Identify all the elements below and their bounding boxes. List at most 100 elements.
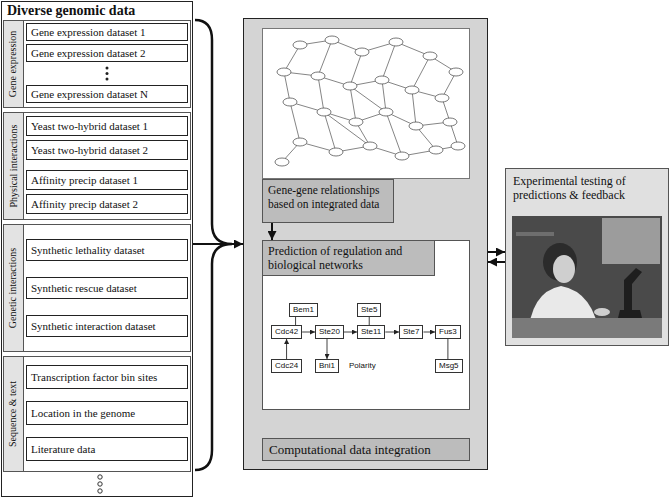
photo-microscope [618,268,642,318]
pathway-label: Polarity [349,361,376,371]
dot [106,78,109,81]
pathway-link [302,332,315,333]
dataset-box: Synthetic lethality dataset [26,239,188,261]
photo-face [553,255,575,283]
node-text: Bni1 [319,361,335,371]
relationship-box: Gene-gene relationships based on integra… [262,179,394,223]
photo-hand [594,308,610,316]
node-text: Ste7 [403,327,419,337]
gene-box: Bni1 [315,359,339,373]
gene-box: Ste5 [357,303,381,317]
dataset-box: Yeast two-hybrid dataset 1 [26,116,188,136]
flow-arrow [271,223,273,240]
data-column: Gene expression dataset 1 Gene expression… [1,1,193,497]
experiment-fill [505,168,669,346]
dataset-box: Yeast two-hybrid dataset 2 [26,140,188,160]
photo-ground [512,216,662,338]
network-genes [275,36,465,166]
node-text: Location in the genome [31,407,135,420]
dataset-box: Gene expression dataset 2 [26,44,188,62]
dataset-box: Literature data [26,437,188,461]
category-label: Physical interactions [8,124,20,207]
node-text: Gene expression dataset N [31,88,148,101]
data-category: Synthetic lethality datasetSynthetic res… [3,224,191,352]
flow-arrow [488,261,505,263]
node-text: Experimental testing of predictions & fe… [513,174,661,202]
gene-box: Cdc42 [271,325,302,339]
category-band: Sequence & text [4,357,24,471]
flow-arrow [193,243,243,245]
photo-window [602,218,660,264]
gene-box: Ste20 [315,325,344,339]
pathway-link [286,339,287,359]
node-text: Yeast two-hybrid dataset 2 [31,144,148,157]
panel-fill [243,18,488,470]
dataset-box: Gene expression dataset N [26,85,188,103]
experiment-box: Experimental testing of predictions & fe… [505,168,669,346]
category-band: Physical interactions [4,113,24,219]
gene-box: Ste7 [399,325,423,339]
category-label: Sequence & text [8,381,20,447]
dot [106,67,109,70]
node-text: Synthetic lethality dataset [31,244,145,257]
node-text: Cdc42 [275,327,298,337]
pathway-link [344,332,357,333]
dot [98,489,102,493]
data-category: Transcription factor bin sitesLocation i… [3,356,191,472]
node-text: Ste5 [361,305,377,315]
pathway-link [327,339,328,359]
node-text: Computational data integration [262,438,470,461]
pathway-link [423,332,435,333]
gene-box: Fus3 [435,325,461,339]
gene-box: Cdc24 [271,359,302,373]
gene-box: Bem1 [289,303,318,317]
dataset-box: Transcription factor bin sites [26,365,188,389]
node-text: Affinity precip dataset 1 [31,174,138,187]
node-text: Literature data [31,443,95,456]
integration-panel: Gene-gene relationships based on integra… [243,18,488,470]
photo-shelf [516,232,554,236]
pathway-link [369,317,370,325]
node-text: Synthetic interaction dataset [31,320,156,333]
lab-photo [512,216,662,338]
dataset-box: Affinity precip dataset 1 [26,170,188,190]
category-label: Genetic interactions [8,248,20,328]
dataset-box: Location in the genome [26,401,188,425]
dataset-box: Gene expression dataset 1 [26,23,188,41]
dot [106,72,109,75]
network-image-frame [263,29,470,179]
gene-box: Msg5 [435,359,463,373]
prediction-fill [262,240,470,410]
gene-box: Ste11 [357,325,385,339]
node-text: Gene expression dataset 2 [31,47,146,60]
flow-arrow [488,251,505,253]
node-text: Ste20 [319,327,340,337]
pathway-link [295,317,296,325]
category-band: Gene expression [4,21,24,107]
node-text: Msg5 [439,361,459,371]
node-text: Yeast two-hybrid dataset 1 [31,120,148,133]
node-text: Affinity precip dataset 2 [31,198,138,211]
node-text: Fus3 [439,327,457,337]
node-text: Cdc24 [275,361,298,371]
data-category: Gene expression dataset 1 Gene expression… [3,20,191,108]
node-text: Ste11 [361,327,381,337]
label-holder: Polarity [349,361,376,371]
node-text: Prediction of regulation and biological … [263,241,435,276]
pathway-link [385,332,399,333]
photo-bench [512,318,662,338]
pathway-link [447,339,448,359]
category-label: Gene expression [8,31,20,97]
data-category: Yeast two-hybrid dataset 1 Yeast two-hybr… [3,112,191,220]
dataset-box: Affinity precip dataset 2 [26,194,188,214]
node-text: Gene-gene relationships based on integra… [268,183,388,211]
dot [98,475,102,479]
prediction-box: Bem1Cdc42Cdc24 Ste20Bni1 Ste5Ste11 Ste7 Fus3… [262,240,470,410]
dataset-box: Synthetic interaction dataset [26,315,188,337]
node-text: Gene expression dataset 1 [31,26,146,39]
node-text: Transcription factor bin sites [31,371,157,384]
dot [98,482,102,486]
category-band: Genetic interactions [4,225,24,351]
node-text: Diverse genomic data [2,2,192,20]
node-text: Bem1 [293,305,314,315]
